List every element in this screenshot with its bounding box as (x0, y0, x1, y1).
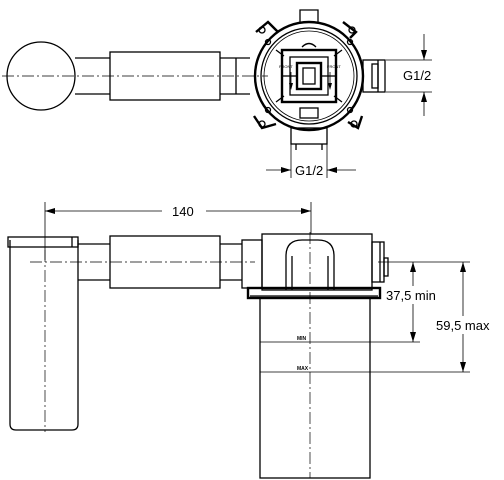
length-140: 140 (172, 204, 194, 219)
front-label-left: FRONT (279, 64, 293, 69)
valve-body: FRONT FRONT (253, 9, 386, 150)
top-view: FRONT FRONT G1/2 G1/2 (2, 9, 432, 178)
arm-pipe (75, 51, 250, 101)
valve-side: MIN MAX (241, 232, 389, 479)
dim-thread-bottom: G1/2 (266, 144, 356, 178)
side-view: 140 (7, 202, 504, 479)
depth-min: 37,5 min (386, 288, 436, 303)
arm-side (30, 235, 255, 289)
thread-size-bottom: G1/2 (295, 163, 323, 178)
max-mark: MAX (297, 366, 309, 372)
handle-side (7, 236, 79, 432)
min-mark: MIN (297, 336, 307, 342)
dim-depth: 37,5 min 59,5 max (370, 261, 504, 373)
depth-max: 59,5 max (436, 318, 490, 333)
dim-thread-right: G1/2 (386, 34, 432, 116)
thread-size-right: G1/2 (403, 68, 431, 83)
dim-length: 140 (44, 202, 312, 260)
front-label-right: FRONT (327, 64, 341, 69)
